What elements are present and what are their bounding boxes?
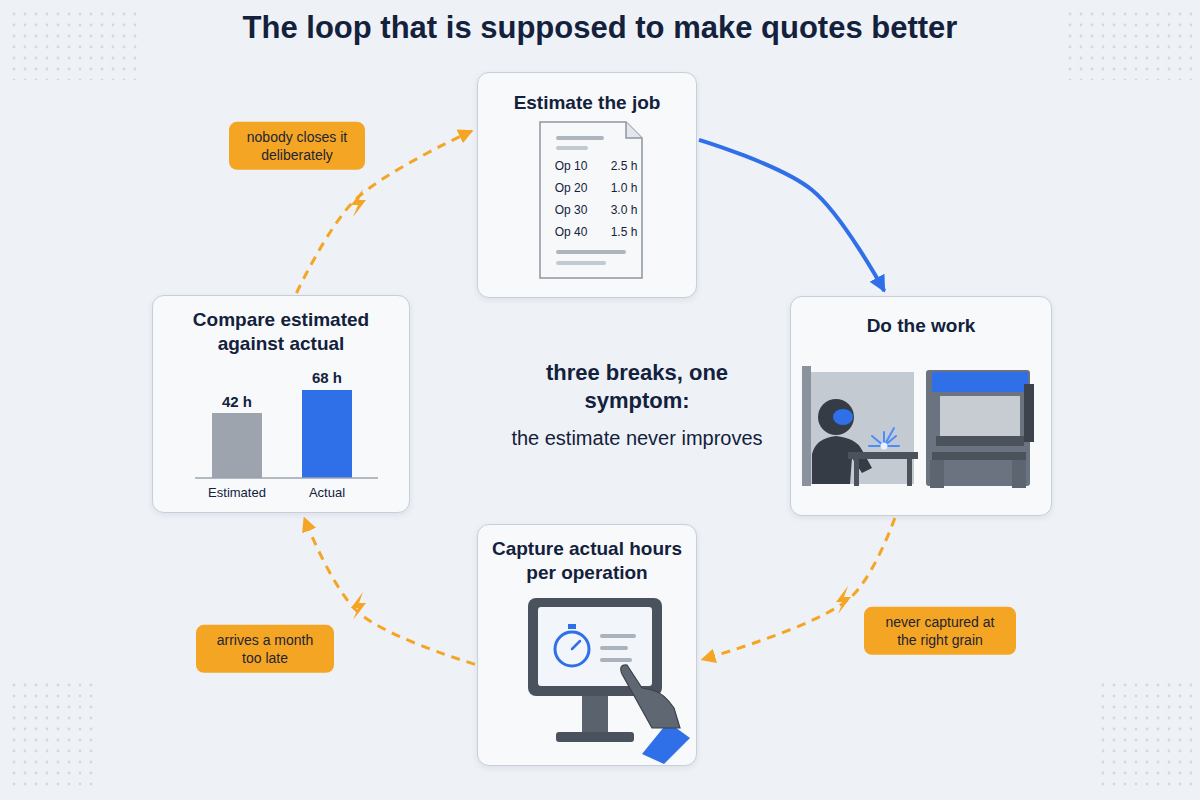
box-heading: Do the work <box>811 314 1031 338</box>
lightning-bolt <box>351 592 366 620</box>
center-note: the estimate never improves <box>472 426 802 451</box>
press-top <box>932 372 1028 392</box>
welder-visor <box>833 409 853 425</box>
chart-baseline <box>195 477 378 479</box>
dot-pattern <box>8 676 100 792</box>
stopwatch-icon <box>555 632 589 666</box>
kiosk-illustration <box>528 598 690 764</box>
lightning-bolt <box>836 586 851 614</box>
spark <box>884 445 899 447</box>
kiosk-stand <box>582 694 608 734</box>
edge-callout: never captured at the right grain <box>864 607 1016 655</box>
spark <box>872 436 884 446</box>
text-line <box>556 261 606 265</box>
broken-link <box>296 131 472 293</box>
process-box: Compare estimated against actual <box>152 295 410 513</box>
center-note: three breaks, one symptom: <box>537 359 737 414</box>
press-brake-illustration <box>926 370 1034 488</box>
spark-core <box>881 443 888 450</box>
press-leg <box>1012 460 1026 488</box>
press-bed <box>932 452 1026 460</box>
pointing-hand <box>621 665 680 728</box>
press-control <box>1024 384 1034 442</box>
document-fold <box>626 122 642 138</box>
press-ram <box>936 436 1024 446</box>
text-line <box>556 146 588 150</box>
booth-panel <box>806 372 914 484</box>
box-heading: Compare estimated against actual <box>176 308 386 357</box>
screen-line <box>600 634 636 638</box>
stopwatch-button <box>568 624 576 629</box>
process-box: Do the work <box>790 296 1052 516</box>
welder-illustration <box>802 366 918 486</box>
estimated-bar <box>212 413 262 478</box>
stopwatch-hand <box>572 641 580 649</box>
process-box: Capture actual hours per operation <box>477 524 697 766</box>
spark <box>884 428 894 446</box>
kiosk-monitor <box>528 598 662 696</box>
document-sheet <box>540 122 642 278</box>
kiosk-screen <box>538 607 652 686</box>
broken-link <box>304 518 475 664</box>
kiosk-base <box>556 732 634 742</box>
lightning-bolt <box>351 189 366 217</box>
edge-callout: nobody closes it deliberately <box>229 122 365 170</box>
welder-head <box>818 399 854 435</box>
hand-sleeve <box>642 722 690 764</box>
document-icon <box>540 122 642 278</box>
dot-pattern <box>1100 676 1192 792</box>
box-heading: Capture actual hours per operation <box>487 537 687 586</box>
screen-line <box>600 658 632 662</box>
press-leg <box>930 460 944 488</box>
table-leg <box>854 459 859 486</box>
table-leg <box>907 459 912 486</box>
break-symbols <box>351 189 851 620</box>
actual-bar <box>302 390 352 478</box>
spark <box>884 436 896 446</box>
text-line <box>556 136 604 140</box>
spark <box>883 432 885 446</box>
sparks <box>869 428 899 446</box>
spark <box>869 445 884 447</box>
press-window <box>940 396 1020 436</box>
box-heading: Estimate the job <box>487 91 687 115</box>
screen-line <box>600 646 628 650</box>
dot-pattern <box>8 8 138 80</box>
process-box: Estimate the job <box>477 72 697 298</box>
edge-callout: arrives a month too late <box>196 625 334 673</box>
text-line <box>556 250 626 254</box>
welder-body <box>812 436 872 484</box>
flow-arrow <box>699 140 884 291</box>
bar-chart <box>195 390 378 478</box>
dot-pattern <box>1066 8 1192 80</box>
broken-link <box>702 518 895 660</box>
press-frame <box>926 370 1030 486</box>
weld-table <box>848 452 918 459</box>
diagram-title: The loop that is supposed to make quotes… <box>0 10 1200 46</box>
booth-post <box>802 366 811 486</box>
